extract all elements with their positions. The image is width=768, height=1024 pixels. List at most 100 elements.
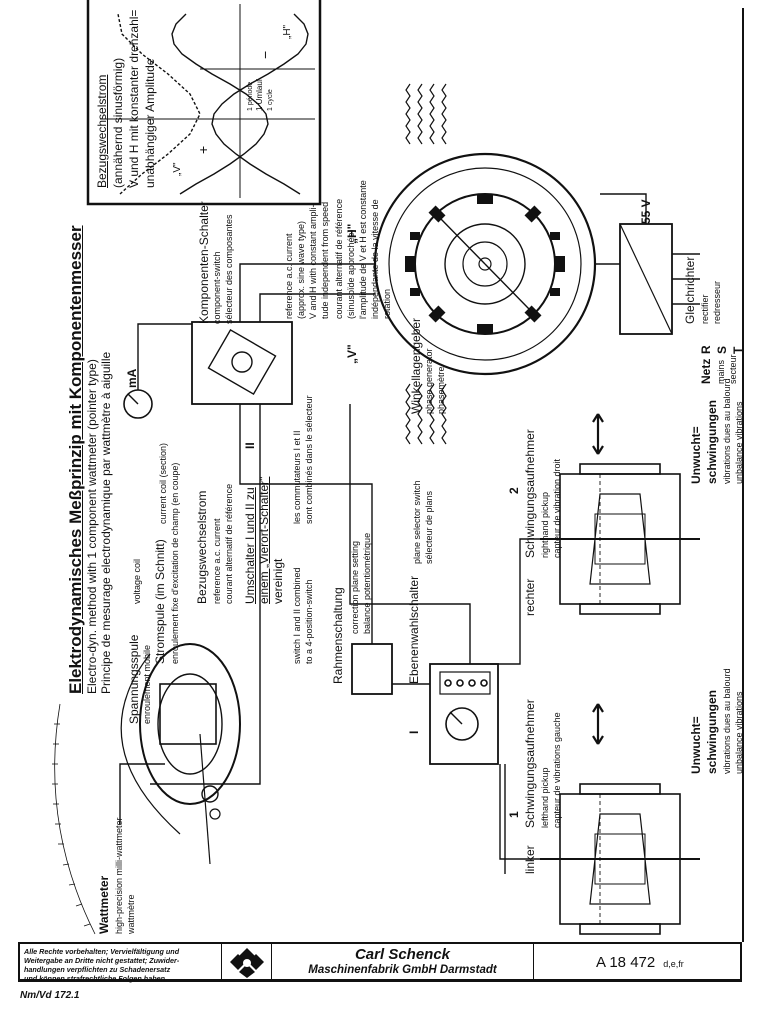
ref-note-fr5: rotation [382,288,392,319]
drawing-number: A 18 472 [596,954,656,971]
company-name: Carl Schenck [354,946,451,963]
wiring [119,193,700,874]
unbalance-left-de1: Unwucht= [689,716,703,774]
pickup-right-label: Schwingungsaufnehmer [523,429,537,558]
switches-combined-fr1: les commutateurs I et II [292,430,302,524]
rights-line-1: Alle Rechte vorbehalten; Vervielfältigun… [24,947,180,956]
pickup-right-side: rechter [523,578,537,616]
diagram-subtitle-en: Electro-dyn. method with 1 component wat… [85,359,99,694]
ref-current-fr: courant alternatif de référence [224,483,234,604]
company-block: Carl Schenck Maschinenfabrik GmbH Darmst… [272,944,534,979]
pickup-right-en: righthand pickup [540,491,550,558]
phase-gen-label: Winkellagengeber [409,317,423,414]
ma-label: mA [125,368,139,388]
voltage-coil-en-vis: voltage coil [132,558,142,604]
ref-note-fr1: courant alternatif de référence [334,198,344,319]
pickup-left-en: lefthand pickup [540,767,550,828]
pickup-left-label: Schwingungsaufnehmer [523,699,537,828]
component-switch-label: Komponenten-Schalter [197,201,211,324]
phase-gen-fr: phasemètre [436,366,446,414]
graph-waves [100,4,315,198]
graph-de3: V und H mit konstanter drehzahl= [127,9,141,188]
rectifier-en: rectifier [700,294,710,324]
title-block: Alle Rechte vorbehalten; Vervielfältigun… [18,942,742,983]
graph-cycle-fr: 1 période [247,82,254,111]
ref-note-fr3: l'amplitude de V et H est constante [358,180,368,319]
frame-line-right [742,8,744,942]
drawing-ref: Nm/Vd 172.1 [20,990,80,1001]
frame-circuit-fr: balance potentiométrique [362,532,372,634]
rectifier-fr: redresseur [712,280,722,324]
graph-de1: Bezugswechselstrom [95,74,109,188]
unbalance-right-de1: Unwucht= [689,426,703,484]
unbalance-left-fr: vibrations dues au balourd [722,668,732,774]
rights-notice: Alle Rechte vorbehalten; Vervielfältigun… [20,944,222,983]
rst-t: T [731,346,745,354]
rotor-teeth [405,194,565,334]
switches-combined-1: Umschalter I und II zu [243,487,257,604]
unbalance-right-de2: schwingungen [705,400,719,484]
rst-s: S [715,345,729,354]
voltage-coil-label-vis: Spannungsspule [127,634,141,724]
graph-cycle-en: 1 cycle [267,89,274,111]
roman-2: II [243,442,257,449]
ref-note-fr4: indépendante de la vitesse de [370,199,380,319]
ref-note-en2: (approx. sine wave type) [296,220,306,319]
current-coil-en: current coil (section) [158,442,168,524]
pickup-left-num: 1 [507,811,521,818]
switches-combined-2: einem „Vierort-Schalter" [257,476,271,604]
frame-circuit-label: Rahmenschaltung [331,587,345,684]
pickup-right-fr: capteur de vibration droit [552,458,562,558]
voltage-55: 55 V [639,199,653,224]
unbalance-arrows [592,413,604,745]
current-coil-fr: enroulement fixe d'excitation de champ (… [170,462,180,664]
pickup-left-fr: capteur de vibrations gauche [552,712,562,828]
component-switch-fr: sélecteur des composantes [224,214,234,324]
component-switch-en: component-switch [212,251,222,324]
unbalance-left-en: unbalance vibrations [734,691,744,774]
ref-note-en4: tude independent from speed [320,201,330,319]
label-v: „V" [345,344,359,364]
rights-line-2: Weitergabe an Dritte nicht gestattet; Zu… [24,956,180,965]
pickup-right-drawing [540,463,700,615]
diagram-title: Elektrodynamisches Meßprinzip mit Kompon… [66,225,85,694]
unbalance-right-fr: vibrations dues au balourd [722,378,732,484]
company-subname: Maschinenfabrik GmbH Darmstadt [308,964,497,976]
pickup-left-drawing [540,783,700,935]
rst-r: R [699,345,713,354]
graph-de2: (annähernd sinusförmig) [111,57,125,188]
plane-switch-label: Ebenenwahlschalter [407,575,421,684]
phase-gen-en: phase generator [424,348,434,414]
rights-line-4: und können strafrechtliche Folgen haben. [24,974,167,983]
component-switch-box [191,321,293,405]
wattmeter-label: Wattmeter [97,875,111,934]
schenck-logo-icon [230,948,264,978]
current-coil-label: Stromspule (im Schnitt) [153,539,167,664]
rights-line-3: handlungen verpflichten zu Schadenersatz [24,965,171,974]
graph-de4: unabhängiger Amplitude [143,58,157,188]
graph-plus: + [195,146,211,154]
plane-switch-fr: sélecteur de plans [424,490,434,564]
wattmeter-drawing [120,643,241,865]
pickup-left-side: linker [523,845,537,874]
ref-note-en3: V and H with constant ampli- [308,204,318,319]
graph-label-h: „H" [282,24,293,39]
ref-current-en: reference a.c. current [212,518,222,604]
label-h: „H" [345,223,359,244]
netz-label: Netz [699,358,713,384]
unbalance-left-de2: schwingungen [705,690,719,774]
switches-combined-en2: to a 4-position-switch [304,579,314,664]
graph-cycle-de: 1 Umlauf [255,78,264,111]
pickup-right-num: 2 [507,487,521,494]
wattmeter-label-en: high-precision milli-wattmeter [114,817,124,934]
graph-label-v: „V" [172,162,183,176]
rectifier-label: Gleichrichter [683,256,697,324]
diagram-subtitle-fr: Principe de mesurage electrodynamique pa… [99,351,113,694]
frame-circuit-en-vis: correction plane setting [350,540,360,634]
plane-switch-box [429,663,499,765]
plane-switch-en-vis: plane selector switch [412,480,422,564]
